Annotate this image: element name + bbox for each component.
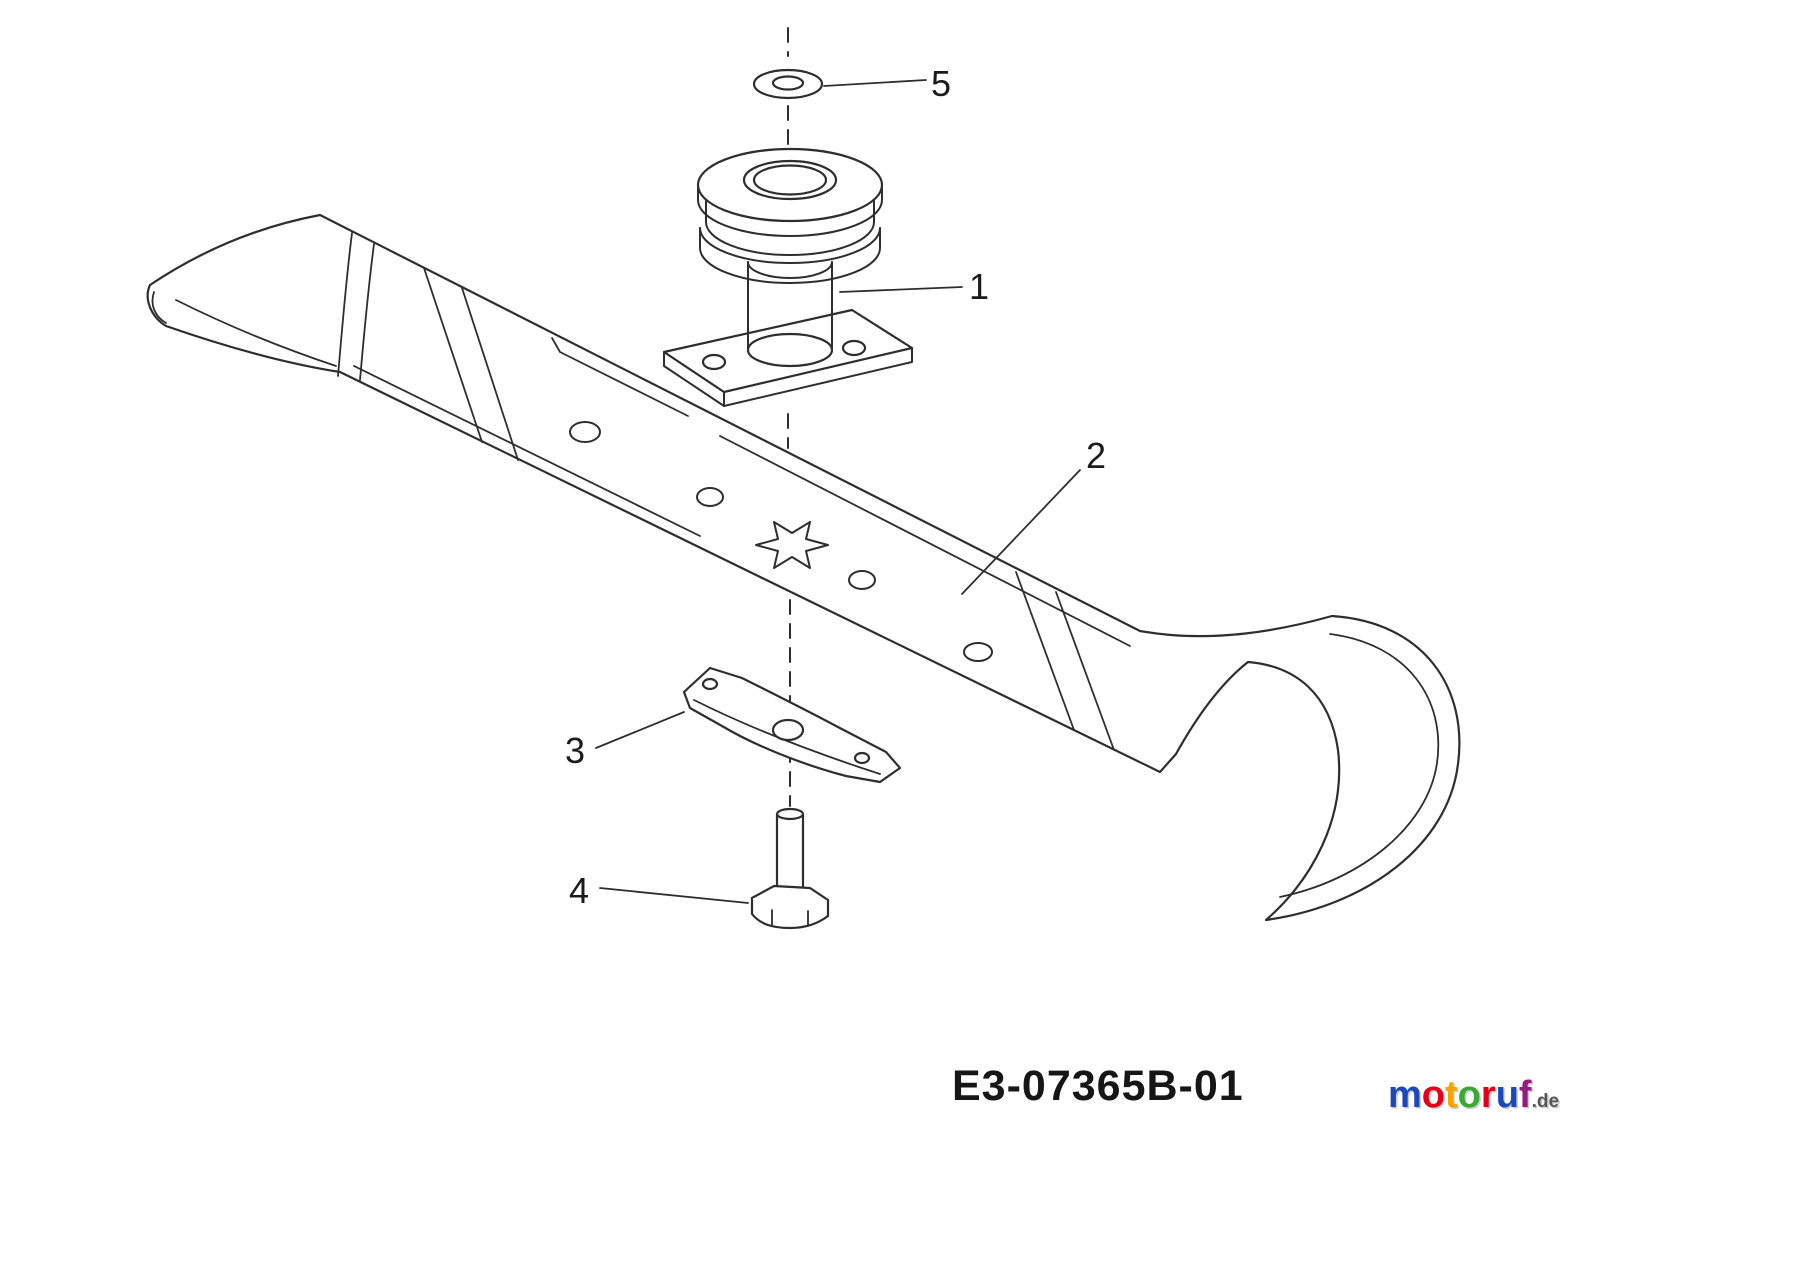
logo-letter: o xyxy=(1421,1074,1446,1116)
part-bolt-drawing xyxy=(750,807,830,930)
callout-label-5: 5 xyxy=(930,63,952,104)
part-blade-holder-drawing xyxy=(682,666,902,784)
blade-star-hole xyxy=(755,521,829,569)
part-washer-drawing xyxy=(752,68,824,100)
logo-letter: u xyxy=(1495,1074,1519,1116)
part-blade-drawing xyxy=(146,213,1461,922)
logo-suffix: .de xyxy=(1531,1091,1560,1112)
callout-label-4: 4 xyxy=(568,870,590,911)
callout-label-2: 2 xyxy=(1085,435,1107,476)
leader-line-4 xyxy=(599,887,749,904)
logo-letter: f xyxy=(1518,1074,1532,1116)
leader-lines xyxy=(595,79,1081,904)
motoruf-logo: motoruf.de xyxy=(1388,1076,1559,1114)
leader-line-5 xyxy=(823,79,927,87)
logo-letter: r xyxy=(1480,1074,1496,1116)
leader-line-1 xyxy=(839,286,963,293)
leader-line-2 xyxy=(961,469,1081,595)
diagram-part-code: E3-07365B-01 xyxy=(952,1062,1244,1110)
part-blade-adapter-drawing xyxy=(662,147,914,407)
leader-line-3 xyxy=(595,711,685,749)
logo-letter: m xyxy=(1388,1074,1422,1116)
callout-label-1: 1 xyxy=(968,266,990,307)
logo-letter: t xyxy=(1445,1074,1458,1116)
callout-label-3: 3 xyxy=(564,730,586,771)
assembly-centerline xyxy=(787,27,791,807)
logo-letter: o xyxy=(1457,1074,1481,1116)
